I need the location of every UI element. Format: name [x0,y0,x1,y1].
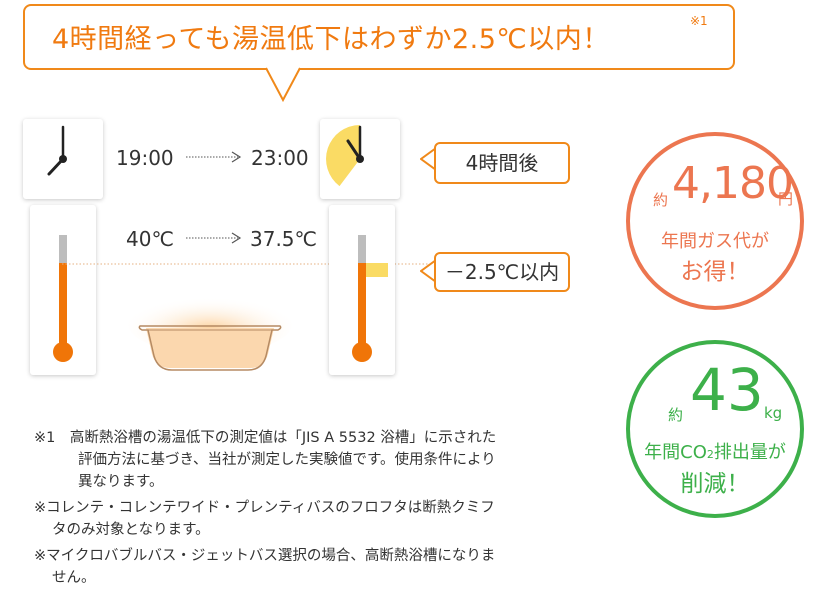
footnote-line: 異なります。 [78,474,164,490]
thermometer-icon [53,235,73,362]
headline-bubble [23,4,735,70]
footnote-line: 評価方法に基づき、当社が測定した実験値です。使用条件により [78,452,496,468]
temp-drop-text: －2.5℃以内 [444,260,560,284]
thermometer-icon [352,235,388,362]
footnote-line: ※コレンテ・コレンテワイド・プレンティバスのフロフタは断熱クミフ [34,500,495,516]
start-thermometer-card [30,205,96,375]
clock-icon [29,125,97,193]
end-temp: 37.5℃ [250,227,317,251]
co2-line1-a: 年間CO [644,442,707,463]
clock-icon [326,125,394,193]
callout-pointer [420,147,436,171]
gas-savings-prefix: 約 [653,191,669,209]
co2-line1-b: 排出量が [713,442,786,463]
start-clock-card [23,119,103,199]
headline-bubble-tail [266,66,300,102]
headline-text: 4時間経っても湯温低下はわずか2.5℃以内！ [52,24,610,55]
bathtub-icon [128,294,292,371]
arrow-right-icon [186,151,242,163]
callout-pointer [420,259,436,283]
elapsed-time-callout: 4時間後 [434,142,570,184]
co2-line1: 年間CO2排出量が [630,438,800,464]
co2-reduction-badge: 約 43 kg 年間CO2排出量が 削減！ [626,340,804,518]
footnote-line: ※1 高断熱浴槽の湯温低下の測定値は「JIS A 5532 浴槽」に示された [34,430,497,446]
gas-savings-line1: 年間ガス代が [661,231,769,252]
gas-savings-line2: お得！ [680,259,750,285]
co2-line2: 削減！ [680,471,750,497]
arrow-right-icon [186,232,242,244]
end-thermometer-card [329,205,395,375]
co2-line1-sub: 2 [706,448,714,461]
footnote-line: ※マイクロバブルバス・ジェットバス選択の場合、高断熱浴槽になりま [34,548,496,564]
end-time: 23:00 [251,146,309,170]
co2-amount: 43 [690,356,764,424]
gas-savings-unit: 円 [778,190,794,208]
gas-savings-badge: 約 4,180 円 年間ガス代が お得！ [626,132,804,310]
temp-drop-callout: －2.5℃以内 [434,252,570,292]
co2-unit: kg [764,404,783,422]
gas-savings-amount: 4,180 [672,158,794,209]
co2-prefix: 約 [668,406,684,424]
elapsed-time-text: 4時間後 [465,151,539,175]
start-temp: 40℃ [126,227,174,251]
footnote-line: タのみ対象となります。 [52,522,210,538]
start-time: 19:00 [116,146,174,170]
end-clock-card [320,119,400,199]
footnote-line: せん。 [52,570,96,586]
reference-line [62,263,442,265]
headline-note-mark: ※1 [690,14,708,28]
